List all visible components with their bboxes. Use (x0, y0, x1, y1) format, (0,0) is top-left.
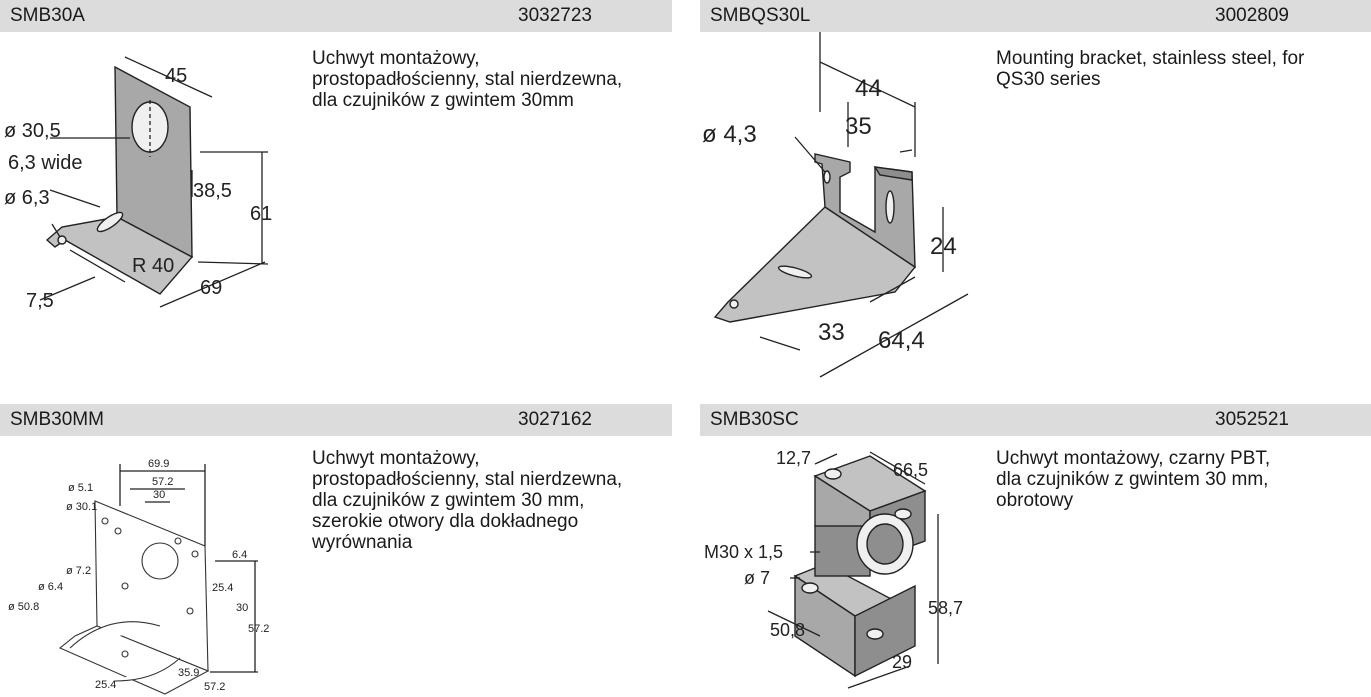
dim-label: 30 (153, 489, 165, 501)
description-line: wyrównania (312, 532, 413, 553)
dim-label: 24 (930, 233, 957, 260)
dim-label: ø 6.4 (38, 581, 63, 593)
description-line: QS30 series (996, 69, 1101, 90)
dim-label: 44 (855, 75, 882, 102)
dim-label: R 40 (132, 255, 174, 277)
dim-label: ø 7 (744, 568, 770, 588)
dim-label: 57.2 (152, 476, 173, 488)
dim-label: 6.4 (232, 549, 247, 561)
dim-label: ø 30.1 (66, 501, 97, 513)
dim-label: 58,7 (928, 598, 963, 618)
dim-label: 25.4 (95, 679, 116, 691)
product-card-smb30mm: SMB30MM 3027162 69.9 57.2 30 ø 5.1 ø 30.… (0, 404, 672, 697)
product-header: SMB30MM 3027162 (0, 404, 672, 436)
product-code: 3027162 (518, 409, 592, 430)
product-model: SMB30A (10, 5, 85, 26)
product-description: Uchwyt montażowy, czarny PBT, dla czujni… (996, 448, 1270, 511)
dim-label: 35 (845, 113, 872, 140)
dim-label: 25.4 (212, 582, 233, 594)
bracket-drawing: 69.9 57.2 30 ø 5.1 ø 30.1 ø 7.2 ø 6.4 ø … (8, 458, 269, 695)
dim-label: 7,5 (26, 290, 54, 312)
product-header: SMB30A 3032723 (0, 0, 672, 32)
bracket-drawing: 12,7 66,5 M30 x 1,5 ø 7 58,7 50,8 29 (704, 448, 963, 689)
product-card-smbqs30l: SMBQS30L 3002809 44 35 ø 4,3 24 33 64,4 … (700, 0, 1371, 390)
dim-label: 50,8 (770, 620, 805, 640)
dim-label: ø 30,5 (4, 120, 61, 142)
dim-label: ø 50.8 (8, 601, 39, 613)
product-model: SMB30SC (710, 409, 799, 430)
product-model: SMB30MM (10, 409, 104, 430)
dim-label: 69 (200, 277, 222, 299)
dim-label: ø 7.2 (66, 565, 91, 577)
bracket-drawing: 44 35 ø 4,3 24 33 64,4 (702, 32, 969, 378)
description-line: Uchwyt montażowy, (312, 48, 480, 69)
description-line: Uchwyt montażowy, czarny PBT, (996, 448, 1271, 469)
dim-label: 33 (818, 319, 845, 346)
dim-label: 38,5 (193, 180, 232, 202)
bracket-drawing: 45 ø 30,5 6,3 wide ø 6,3 38,5 61 R 40 7,… (4, 56, 272, 312)
description-line: Uchwyt montażowy, (312, 448, 480, 469)
dim-label: 45 (165, 65, 187, 87)
dim-label: 57.2 (204, 681, 225, 693)
description-line: dla czujników z gwintem 30 mm, (996, 469, 1269, 490)
dim-label: 66,5 (893, 460, 928, 480)
product-description: Mounting bracket, stainless steel, for Q… (996, 48, 1304, 90)
product-code: 3032723 (518, 5, 592, 26)
product-card-smb30sc: SMB30SC 3052521 12,7 66,5 M30 x 1,5 ø 7 … (700, 404, 1371, 697)
dim-label: 64,4 (878, 327, 925, 354)
description-line: dla czujników z gwintem 30mm (312, 90, 574, 111)
description-line: prostopadłościenny, stal nierdzewna, (312, 469, 623, 490)
product-description: Uchwyt montażowy, prostopadłościenny, st… (312, 448, 622, 553)
product-code: 3052521 (1215, 409, 1289, 430)
dim-label: ø 4,3 (702, 121, 757, 148)
dim-label: 30 (236, 602, 248, 614)
dim-label: 35.9 (178, 667, 199, 679)
dim-label: M30 x 1,5 (704, 542, 783, 562)
dim-label: 6,3 wide (8, 152, 83, 174)
description-line: dla czujników z gwintem 30 mm, (312, 490, 585, 511)
product-header: SMB30SC 3052521 (700, 404, 1371, 436)
dim-label: 61 (250, 203, 272, 225)
product-code: 3002809 (1215, 5, 1289, 26)
product-description: Uchwyt montażowy, prostopadłościenny, st… (312, 48, 622, 111)
dim-label: ø 6,3 (4, 187, 50, 209)
product-model: SMBQS30L (710, 5, 811, 26)
description-line: szerokie otwory dla dokładnego (312, 511, 579, 532)
description-line: Mounting bracket, stainless steel, for (996, 48, 1305, 69)
dim-label: 57.2 (248, 623, 269, 635)
product-header: SMBQS30L 3002809 (700, 0, 1371, 32)
dim-label: ø 5.1 (68, 482, 93, 494)
dim-label: 69.9 (148, 458, 169, 470)
description-line: obrotowy (996, 490, 1074, 511)
product-card-smb30a: SMB30A 3032723 45 ø 30,5 6,3 wide ø 6,3 … (0, 0, 672, 350)
description-line: prostopadłościenny, stal nierdzewna, (312, 69, 623, 90)
dim-label: 29 (892, 652, 912, 672)
dim-label: 12,7 (776, 448, 811, 468)
